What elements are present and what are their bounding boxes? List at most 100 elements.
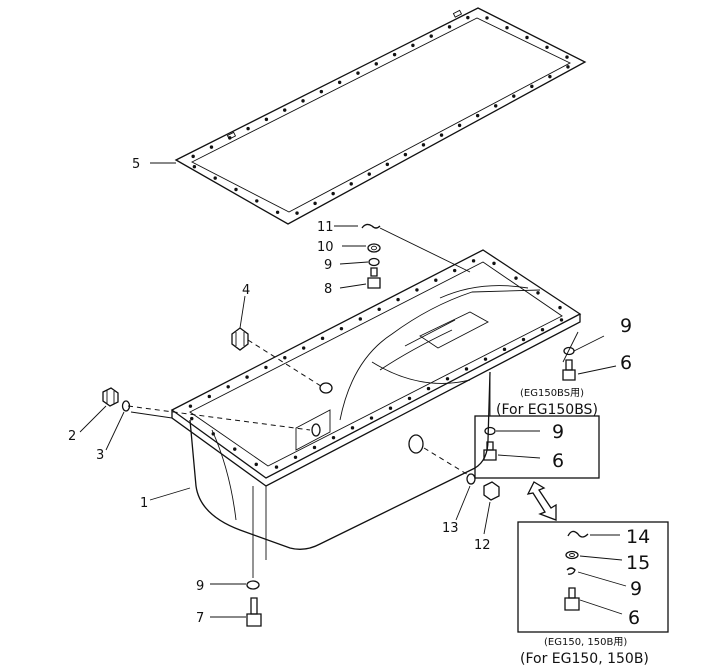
bolt-hole	[548, 74, 552, 79]
bolt-hole	[283, 356, 287, 360]
bolt-hole	[559, 318, 564, 322]
bolt-part-7	[246, 597, 262, 627]
bolt-hole	[255, 199, 259, 203]
bolt-hole	[367, 172, 371, 176]
bolt-hole	[192, 165, 197, 169]
callout-9-eg150bs: 9	[552, 421, 564, 443]
bolt-hole	[211, 432, 215, 436]
bolt-hole	[475, 113, 480, 118]
bolt-hole	[191, 154, 195, 159]
callout-6-right: 6	[620, 352, 632, 374]
bolt-hole	[396, 297, 400, 302]
callout-9-eg150: 9	[630, 578, 642, 600]
bolt-washer-eg150bs-top	[562, 346, 576, 381]
leader-2	[79, 405, 107, 433]
interchange-arrow	[526, 481, 557, 521]
bolt-hole	[536, 291, 540, 295]
leader-8	[339, 283, 367, 289]
bolt-hole	[356, 71, 360, 75]
bolt-hole	[264, 117, 269, 122]
bolt-hole	[339, 326, 344, 331]
leader-9b	[573, 335, 605, 352]
callout-3: 3	[96, 448, 104, 463]
caption-eg150bs-en: (For EG150BS)	[496, 402, 598, 418]
caption-eg150bs-jp: (EG150BS用)	[520, 388, 584, 399]
callout-9-bottom: 9	[196, 579, 204, 594]
bolt-hole	[246, 126, 250, 131]
callout-13: 13	[442, 521, 459, 536]
bolt-hole	[264, 365, 268, 370]
bolt-hole	[320, 336, 325, 341]
bolt-hole	[426, 386, 431, 391]
dash-12-13	[423, 447, 471, 477]
bolt-hole	[392, 52, 397, 57]
washer-part-13	[466, 473, 476, 485]
caption-eg150-en: (For EG150, 150B)	[520, 651, 649, 667]
bolt-hole	[295, 211, 299, 215]
bolt-hole	[377, 307, 381, 311]
callout-11: 11	[317, 220, 334, 235]
callout-12: 12	[474, 538, 491, 553]
bolt-stack-8-11	[361, 223, 381, 289]
leader-flange-bolt	[562, 331, 579, 363]
bolt-hole	[466, 15, 470, 20]
callout-5: 5	[132, 157, 140, 172]
callout-7: 7	[196, 611, 204, 626]
inner-boss	[311, 423, 321, 437]
callout-6-eg150: 6	[628, 607, 640, 629]
bolt-hole	[190, 416, 194, 421]
bolt-hole	[403, 152, 408, 157]
callout-9-right: 9	[620, 315, 632, 337]
oil-pan-gasket	[174, 7, 587, 225]
caption-eg150-jp: (EG150, 150B用)	[544, 637, 627, 648]
bolt-hole	[434, 278, 438, 282]
bolt-hole	[415, 288, 419, 292]
bolt-hole	[439, 133, 444, 137]
callout-14: 14	[626, 526, 650, 548]
callout-2: 2	[68, 429, 76, 444]
bolt-hole	[464, 367, 469, 371]
leader-3-to-pan	[130, 411, 173, 419]
callout-4: 4	[242, 283, 250, 298]
bolt-hole	[188, 404, 193, 408]
callout-6-eg150bs: 6	[552, 450, 564, 472]
bolt-hole	[331, 435, 336, 440]
bolt-hole	[245, 375, 249, 379]
leader-11-to-pan	[379, 227, 471, 273]
leader-1	[149, 487, 191, 501]
bolt-hole	[388, 406, 393, 410]
bolt-hole	[429, 34, 433, 38]
callout-8: 8	[324, 282, 332, 297]
bolt-hole	[471, 259, 476, 263]
bolt-hole	[558, 305, 562, 310]
bolt-hole	[283, 108, 287, 112]
leader-6a	[577, 365, 617, 375]
callout-9-top: 9	[324, 258, 332, 273]
bolt-hole	[350, 426, 355, 430]
oil-pan	[170, 249, 582, 560]
leader-12	[483, 501, 491, 535]
bolt-hole	[492, 261, 496, 266]
bolt-hole	[445, 377, 450, 381]
bolt-hole	[301, 346, 306, 350]
bolt-hole	[275, 210, 280, 214]
washer-part-9-bottom	[246, 580, 260, 590]
plug-part-2	[102, 387, 119, 407]
bolt-hole	[494, 104, 498, 108]
leader-9a	[339, 261, 369, 265]
bolt-hole	[505, 26, 509, 30]
bolt-hole	[483, 357, 488, 361]
eg150bs-variant-box	[474, 415, 600, 479]
dash-4	[247, 339, 325, 389]
bolt-hole	[301, 99, 305, 103]
bolt-hole	[566, 65, 570, 69]
drain-boss	[408, 434, 424, 454]
leader-4	[239, 295, 246, 329]
bolt-hole	[254, 462, 258, 467]
bolt-hole	[233, 447, 237, 451]
bolt-hole	[274, 465, 279, 469]
bolt-hole	[385, 162, 390, 167]
dash-2-3	[127, 405, 311, 431]
bolt-hole	[421, 143, 426, 147]
